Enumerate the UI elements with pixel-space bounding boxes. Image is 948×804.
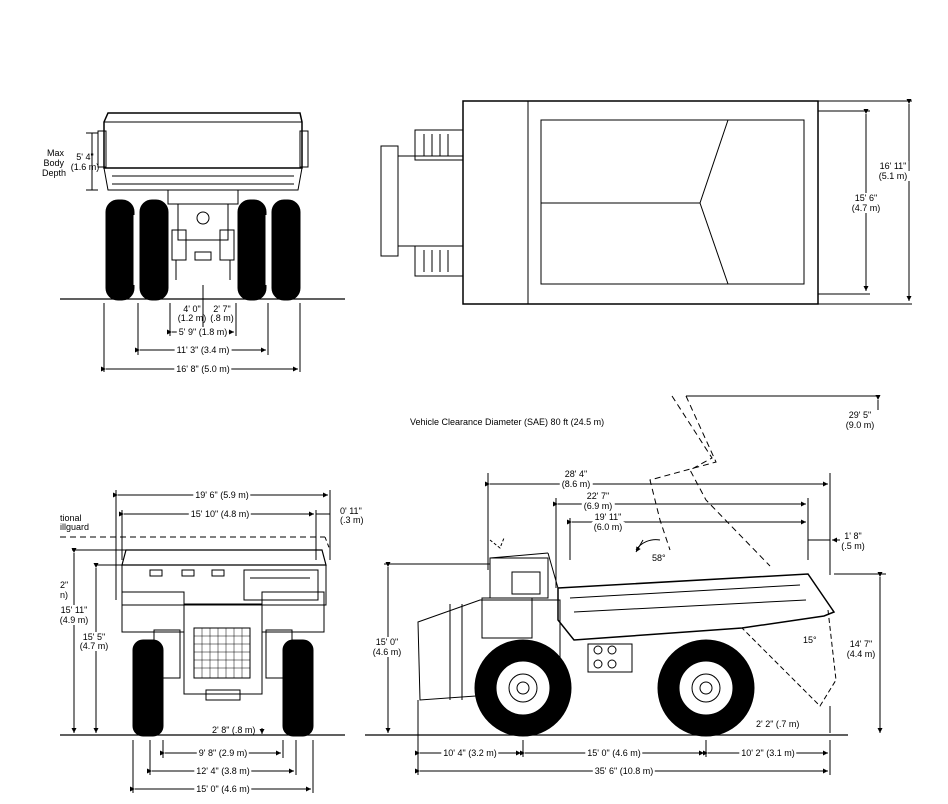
front-left-clipped-m: n) (60, 590, 69, 600)
front-height-a-ft: 15' 11" (58, 605, 90, 615)
side-front-overhang: 10' 4" (3.2 m) (441, 748, 499, 758)
top-view-drawing (380, 99, 912, 305)
side-wheelbase: 15' 0" (4.6 m) (585, 748, 643, 758)
front-guard-offset-ft: 0' 11" (340, 506, 362, 516)
optional-spillguard-label-2: illguard (60, 522, 90, 532)
top-inner-width-m: (4.7 m) (849, 203, 883, 213)
top-inner-width-ft: 15' 6" (852, 193, 880, 203)
front-overall-tire-width: 15' 0" (4.6 m) (194, 784, 252, 794)
rear-dim-b-ft: 2' 7" (213, 304, 231, 314)
top-outer-width-m: (5.1 m) (876, 171, 910, 181)
front-height-a-m: (4.9 m) (57, 615, 91, 625)
max-body-depth-m: (1.6 m) (70, 162, 100, 172)
side-dump-body (557, 573, 836, 641)
side-body-length-ft: 22' 7" (584, 491, 612, 501)
side-tail-angle: 15° (803, 635, 817, 645)
optional-spillguard-label-1: tional (60, 513, 82, 523)
side-inner-length-m: (6.0 m) (591, 522, 625, 532)
rear-tires (105, 199, 301, 301)
rear-body (103, 112, 303, 169)
side-overall-height-m: (4.4 m) (844, 649, 878, 659)
side-rear-overhang-m: (.5 m) (841, 541, 865, 551)
rear-dim-a-ft: 4' 0" (183, 304, 201, 314)
raised-height-ft: 29' 5" (848, 410, 872, 420)
side-overall-length-top-ft: 28' 4" (562, 469, 590, 479)
rear-dim-a-m: (1.2 m) (177, 313, 207, 323)
front-overall-width: 19' 6" (5.9 m) (193, 490, 251, 500)
front-guard-width: 15' 10" (4.8 m) (188, 509, 252, 519)
side-tail-clearance: 2' 2" (.7 m) (756, 719, 800, 729)
clearance-diameter-label: Vehicle Clearance Diameter (SAE) 80 ft (… (410, 417, 605, 427)
side-overall-height-ft: 14' 7" (847, 639, 875, 649)
front-height-b-ft: 15' 5" (80, 632, 108, 642)
side-inner-length-ft: 19' 11" (592, 512, 624, 522)
rear-dim-c: 5' 9" (1.8 m) (176, 327, 230, 337)
rear-dim-b-m: (.8 m) (210, 313, 234, 323)
rear-dim-d: 11' 3" (3.4 m) (174, 345, 232, 355)
front-tread-a: 9' 8" (2.9 m) (196, 748, 250, 758)
top-outer-width-ft: 16' 11" (877, 161, 909, 171)
max-body-depth-label: Max Body Depth (42, 148, 67, 178)
side-dump-angle: 58° (652, 553, 666, 563)
rear-dim-e: 16' 8" (5.0 m) (174, 364, 232, 374)
side-rear-overhang-ft: 1' 8" (844, 531, 862, 541)
side-overall-length-top-m: (8.6 m) (559, 479, 593, 489)
front-ground-clearance: 2' 8" (.8 m) (212, 725, 256, 735)
front-height-b-m: (4.7 m) (77, 641, 111, 651)
front-left-clipped-ft: 2" (60, 580, 69, 590)
side-rear-length: 10' 2" (3.1 m) (739, 748, 797, 758)
raised-height-m: (9.0 m) (845, 420, 875, 430)
front-tread-b: 12' 4" (3.8 m) (194, 766, 252, 776)
side-loading-height-m: (4.6 m) (370, 647, 404, 657)
side-view-drawing (365, 395, 886, 775)
front-guard-offset-m: (.3 m) (340, 515, 364, 525)
max-body-depth-ft: 5' 4" (76, 152, 94, 162)
rear-view-drawing (60, 112, 345, 372)
side-body-length-m: (6.9 m) (581, 501, 615, 511)
side-overall-length: 35' 6" (10.8 m) (592, 766, 656, 776)
side-loading-height-ft: 15' 0" (373, 637, 401, 647)
